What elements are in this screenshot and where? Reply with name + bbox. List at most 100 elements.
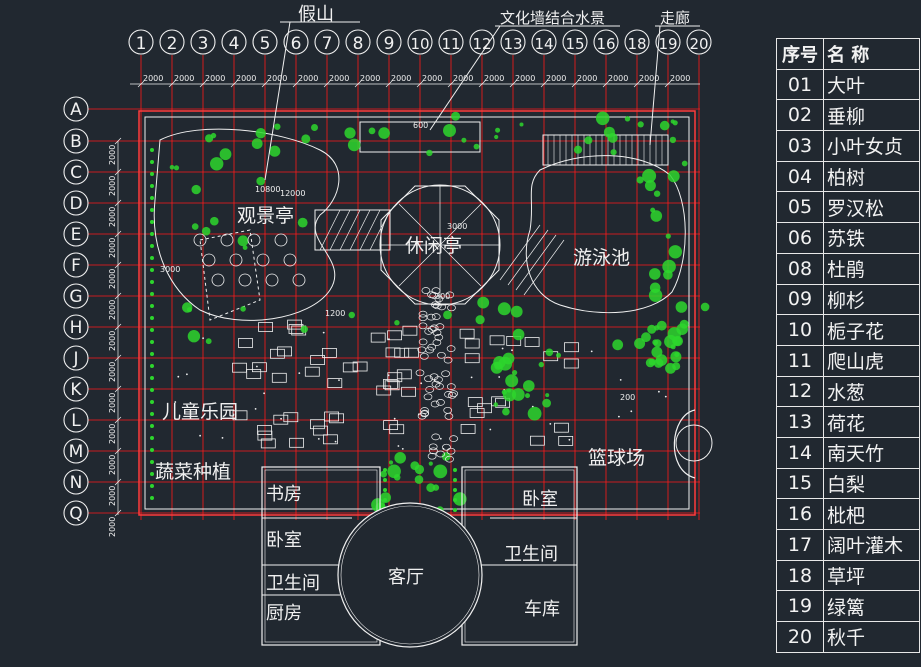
legend-num: 04 [777,161,824,192]
room-kitchen: 厨房 [266,603,302,624]
legend-plant-name: 爬山虎 [827,351,885,374]
column-bubble: 13 [500,29,526,55]
column-bubble-label: 4 [229,34,240,54]
legend-plant-name: 大叶 [827,75,866,98]
row-bubble-label: H [70,318,83,338]
col-dimension: 2000 [639,74,659,83]
col-dimension: 2000 [143,74,163,83]
row-dimension: 2000 [108,455,117,475]
basketball-circle [675,424,713,462]
rockery-label: 假山 [298,4,334,25]
row-dimension: 2000 [108,424,117,444]
legend-num: 03 [777,131,824,161]
legend-plant-name: 苏铁 [827,228,866,251]
row-bubble: F [63,252,89,278]
row-bubble: D [63,190,89,216]
svg-text:200: 200 [620,393,635,402]
col-dimension: 2000 [422,74,442,83]
row-bubble-label: Q [69,504,82,524]
legend-num: 05 [777,192,824,223]
legend-header-num: 序号 [777,39,824,69]
column-bubble-label: 20 [689,35,708,53]
row-bubble-label: K [70,380,82,400]
elevation-marks: 10800 12000 3000 3000 1200 300 200 600 [160,121,635,402]
row-dimension: 2000 [108,517,117,537]
column-bubble-label: 11 [441,35,460,53]
legend-num: 16 [777,499,824,529]
legend-num: 15 [777,468,824,499]
legend-num: 12 [777,376,824,407]
room-bedroom-left: 卧室 [266,530,302,551]
kids-playground-label: 儿童乐园 [162,401,238,423]
row-bubble: J [63,345,89,371]
legend-num: 01 [777,69,824,100]
svg-text:10800: 10800 [255,185,280,194]
column-bubble-label: 10 [410,35,429,53]
col-dimension: 2000 [546,74,566,83]
row-bubble-label: N [70,473,83,493]
row-dimension: 2000 [108,145,117,165]
legend-plant-name: 草坪 [827,566,866,589]
legend-num: 02 [777,100,824,131]
row-bubble: L [63,407,89,433]
col-dimension: 2000 [205,74,225,83]
legend-num: 17 [777,530,824,560]
row-bubble: K [63,376,89,402]
row-dimension: 2000 [108,393,117,413]
leisure-pavilion-label: 休闲亭 [405,235,462,257]
legend-plant-name: 栀子花 [827,320,885,343]
row-dimension: 2000 [108,331,117,351]
row-dimension: 2000 [108,486,117,506]
room-bathroom-right: 卫生间 [504,544,558,565]
column-bubble-label: 2 [167,34,178,54]
pool-outline [525,155,686,314]
column-bubble: 19 [655,29,681,55]
axis-gridlines [88,55,700,520]
column-bubble-label: 8 [353,34,364,54]
bridge-deck [314,209,391,251]
svg-text:300: 300 [435,292,450,301]
column-bubble: 3 [190,29,216,55]
pebble-path [415,287,459,463]
legend-plant-name: 水葱 [827,381,866,404]
column-bubble: 11 [438,29,464,55]
trees-and-shrubs [150,111,710,521]
row-bubble-label: L [71,411,81,431]
dimension-lines: 2000 2000 2000 2000 2000 2000 2000 2000 2000 2000… [108,74,700,537]
room-living: 客厅 [388,567,424,588]
legend-header: 序号 名 称 [777,39,919,70]
column-bubble: 12 [469,29,495,55]
house-floorplan [261,466,578,648]
col-dimension: 2000 [484,74,504,83]
column-bubble-label: 16 [596,35,615,53]
svg-text:3000: 3000 [160,265,180,274]
basketball-court-arc [673,409,696,479]
legend-plant-name: 荷花 [827,412,866,435]
legend-plant-name: 阔叶灌木 [827,535,904,558]
swimming-pool-label: 游泳池 [573,247,630,269]
row-bubble-label: A [70,100,82,120]
column-bubble: 10 [407,29,433,55]
corridor-leader-2 [649,25,661,146]
legend-plant-name: 绿篱 [827,596,866,619]
row-dimension: 2000 [108,300,117,320]
wall-leader-2 [429,25,501,131]
column-bubble-label: 6 [291,34,302,54]
row-dimension: 2000 [108,207,117,227]
column-bubble: 7 [314,29,340,55]
row-bubble: E [63,221,89,247]
room-garage: 车库 [524,599,560,620]
row-bubble: H [63,314,89,340]
row-dimension: 2000 [108,238,117,258]
